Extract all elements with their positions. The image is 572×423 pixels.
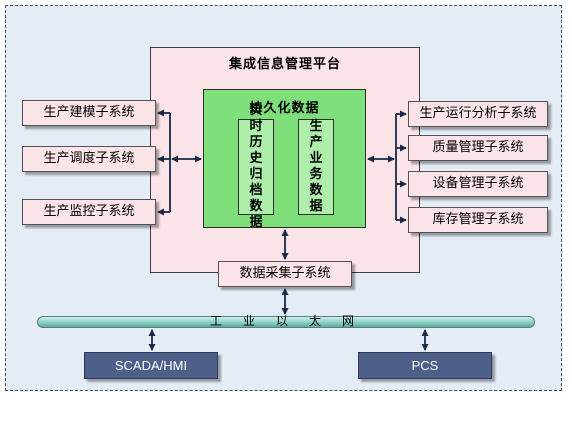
data-acquisition-subsystem: 数据采集子系统 bbox=[218, 261, 352, 287]
subsystem-quality: 质量管理子系统 bbox=[408, 135, 548, 161]
platform-title: 集成信息管理平台 bbox=[228, 57, 341, 72]
realtime-archive-data: 实时历史归档数据 bbox=[238, 103, 274, 230]
industrial-ethernet-bus bbox=[37, 316, 535, 328]
subsystem-inventory: 库存管理子系统 bbox=[408, 207, 548, 233]
scada-hmi-device: SCADA/HMI bbox=[84, 352, 218, 379]
realtime-archive-label: 实时历史归档数据 bbox=[249, 103, 263, 230]
subsystem-monitoring: 生产监控子系统 bbox=[22, 199, 156, 225]
business-data-label: 生产业务数据 bbox=[309, 119, 323, 214]
persistence-box bbox=[203, 89, 366, 228]
subsystem-analysis: 生产运行分析子系统 bbox=[408, 101, 548, 127]
subsystem-modeling: 生产建模子系统 bbox=[22, 100, 156, 126]
industrial-ethernet-label: 工业以太网 bbox=[210, 314, 376, 328]
pcs-device: PCS bbox=[358, 352, 492, 379]
subsystem-equipment: 设备管理子系统 bbox=[408, 171, 548, 197]
business-data: 生产业务数据 bbox=[298, 119, 334, 215]
subsystem-scheduling: 生产调度子系统 bbox=[22, 146, 156, 172]
persistence-title: 持久化数据 bbox=[249, 101, 320, 116]
